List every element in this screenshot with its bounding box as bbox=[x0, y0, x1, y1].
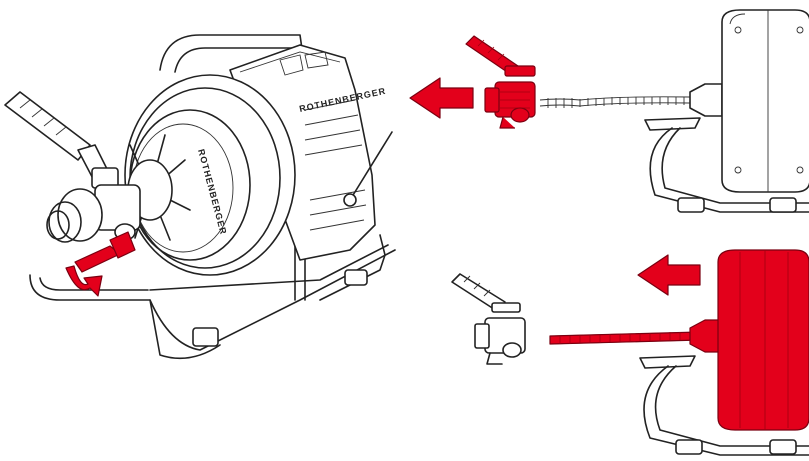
upper-arrow-icon bbox=[409, 77, 474, 119]
rotate-arrow-icon bbox=[65, 265, 103, 297]
drum-outer bbox=[124, 74, 296, 276]
crank-handle bbox=[4, 91, 91, 161]
upper-stand bbox=[649, 127, 809, 213]
motor-housing bbox=[229, 44, 376, 261]
lower-stand bbox=[643, 365, 809, 456]
upper-assembly bbox=[409, 9, 809, 213]
feed-lever[interactable] bbox=[74, 245, 121, 273]
lower-drum bbox=[717, 249, 809, 431]
upper-drum bbox=[721, 9, 809, 193]
lower-drum-hub bbox=[689, 319, 723, 353]
frame-top-tube bbox=[159, 34, 306, 301]
feeder-handle-white bbox=[451, 273, 506, 312]
foot-right bbox=[344, 269, 368, 286]
motor-handle bbox=[349, 131, 393, 201]
hose-coupling bbox=[46, 184, 141, 243]
upper-drum-hub bbox=[689, 83, 723, 117]
upper-feeder-red[interactable] bbox=[465, 35, 536, 129]
lower-assembly bbox=[451, 249, 809, 456]
lower-arrow-icon bbox=[637, 254, 701, 296]
upper-cable bbox=[539, 96, 691, 101]
foot-left bbox=[192, 327, 219, 347]
main-machine: ROTHENBERGER ROTHENBERGER bbox=[4, 34, 396, 360]
lower-feeder-white[interactable] bbox=[451, 273, 526, 365]
